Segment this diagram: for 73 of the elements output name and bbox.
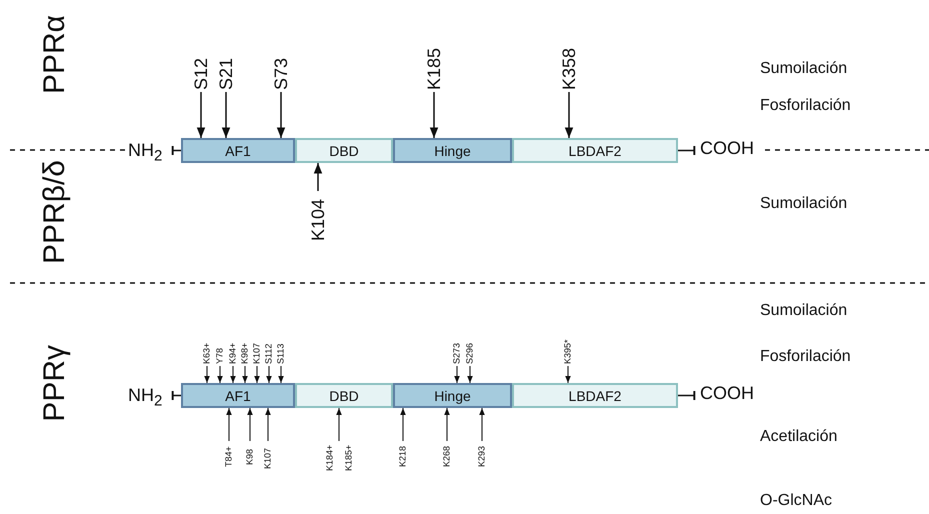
residue-label: K293 <box>477 443 487 467</box>
residue-label: S296 <box>465 338 475 364</box>
arrow <box>266 366 272 384</box>
arrow <box>444 408 450 442</box>
arrow <box>565 366 571 384</box>
receptor-name: PPRβ/δ <box>40 160 70 264</box>
residue-label: K98+ <box>240 340 250 364</box>
modification-label: Sumoilación <box>760 195 848 213</box>
domain-block: Hinge <box>393 138 512 163</box>
domain-block: Hinge <box>393 383 512 408</box>
residue-label: K184+ <box>325 443 335 471</box>
terminus-label: COOH <box>694 139 770 161</box>
residue-label: K107 <box>263 443 273 469</box>
residue-label: K63+ <box>202 340 212 364</box>
arrow <box>467 366 473 384</box>
domain-block: AF1 <box>181 383 295 408</box>
residue-label: K107 <box>252 338 262 364</box>
arrow <box>430 92 438 138</box>
arrow <box>564 92 574 138</box>
domain-block: AF1 <box>181 138 295 163</box>
terminus-line <box>678 146 696 155</box>
terminus-line <box>172 391 181 400</box>
arrow <box>226 408 232 442</box>
residue-label: K98 <box>245 443 255 465</box>
arrow <box>222 92 230 138</box>
residue-label: S112 <box>264 340 274 364</box>
residue-label: K94+ <box>228 340 238 364</box>
arrow <box>454 366 460 384</box>
arrow <box>265 408 271 442</box>
arrow <box>336 408 342 442</box>
residue-label: S113 <box>276 338 286 364</box>
terminus-label: NH$_{2}$ <box>128 141 168 163</box>
receptor-name: PPRγ <box>40 345 70 422</box>
arrow <box>217 366 223 384</box>
arrow <box>196 92 206 138</box>
arrow <box>276 92 286 138</box>
terminus-label: NH$_{2}$ <box>128 386 168 408</box>
residue-label: K268 <box>442 443 452 467</box>
domain-block: LBDAF2 <box>512 138 678 163</box>
residue-label: K358 <box>560 40 578 90</box>
receptor-name: PPRα <box>40 15 70 94</box>
modification-label: Fosforilación <box>760 348 851 366</box>
residue-label: T84+ <box>224 443 234 467</box>
arrow <box>254 366 260 384</box>
modification-label: Acetilación <box>760 428 838 446</box>
arrow <box>278 366 284 384</box>
residue-label: K185+ <box>344 443 354 471</box>
domain-block: LBDAF2 <box>512 383 678 408</box>
arrow <box>314 163 322 191</box>
residue-label: Y78 <box>215 340 225 364</box>
modification-label: Sumoilación <box>760 60 848 78</box>
arrow <box>247 408 253 442</box>
modification-label: O-GlcNAc <box>760 492 832 510</box>
arrow <box>204 366 210 384</box>
modification-label: Sumoilación <box>760 302 848 320</box>
residue-label: K395* <box>563 338 573 364</box>
residue-label: S73 <box>272 50 290 90</box>
domain-block: DBD <box>295 138 393 163</box>
residue-label: K185 <box>425 40 443 90</box>
residue-label: S273 <box>452 340 462 364</box>
domain-block: DBD <box>295 383 393 408</box>
arrow <box>242 366 248 384</box>
modification-label: Fosforilación <box>760 97 851 115</box>
arrow <box>400 408 406 442</box>
arrow <box>230 366 236 384</box>
residue-label: K218 <box>398 443 408 467</box>
residue-label: K104 <box>309 193 327 241</box>
terminus-line <box>678 391 696 400</box>
terminus-label: COOH <box>694 384 770 406</box>
residue-label: S21 <box>217 50 235 90</box>
residue-label: S12 <box>192 50 210 90</box>
terminus-line <box>172 146 181 155</box>
arrow <box>479 408 485 442</box>
